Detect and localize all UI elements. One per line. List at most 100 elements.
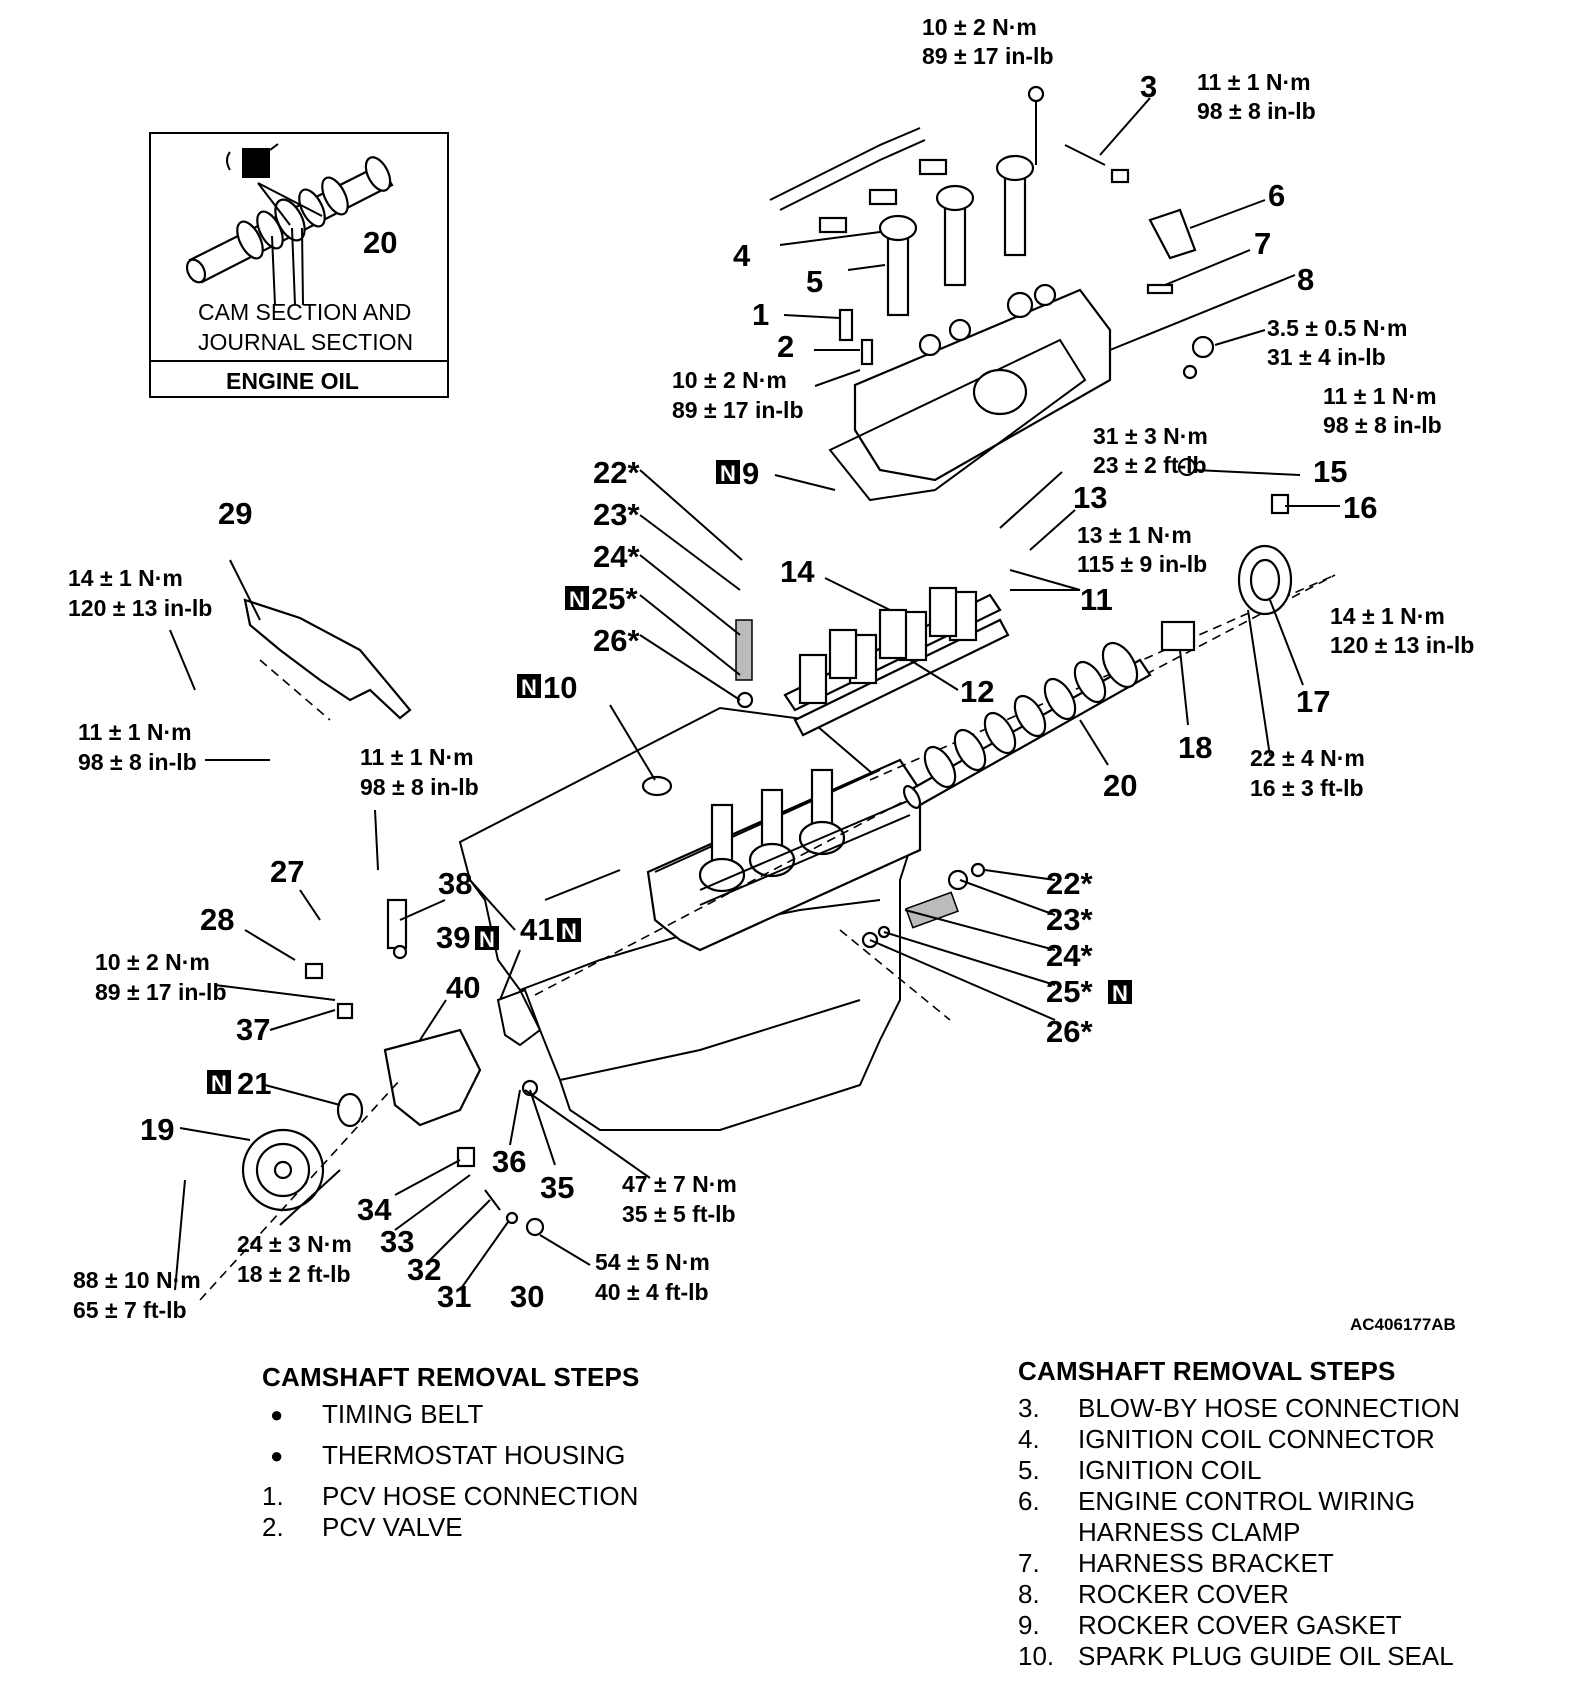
part-39 [392,944,408,960]
torque-13b-inlb: 115 ± 9 in-lb [1077,551,1207,577]
gasket-41 [496,988,542,1047]
valve-spring-right [905,891,959,929]
torque-13a-ftlb: 23 ± 2 ft-lb [1093,452,1207,478]
step-number: 9. [1018,1610,1040,1640]
svg-text:N: N [720,461,736,486]
list-item: 6. ENGINE CONTROL WIRING [1018,1486,1578,1517]
engine-oil-label: ENGINE OIL [226,368,359,394]
rocker-cover [828,283,1112,502]
bullet-mark: ● [270,1443,284,1468]
callout-22-right: 22* [1046,866,1093,901]
torque-8-nm: 3.5 ± 0.5 N·m [1267,315,1407,341]
step-number: 3. [1018,1393,1040,1423]
inset-camshaft [185,156,394,284]
torque-35-ftlb: 35 ± 5 ft-lb [622,1201,736,1227]
list-item: 3. BLOW-BY HOSE CONNECTION [1018,1393,1578,1424]
pcv-hose-1 [838,308,854,342]
ignition-coils [878,154,1035,317]
callout-2: 2 [777,329,794,364]
clamp-3 [1110,168,1130,184]
step-number: 8. [1018,1579,1040,1609]
torque-24-nm: 24 ± 3 N·m [237,1231,352,1257]
oil-seal-10 [641,775,673,797]
step-number [1018,1517,1078,1548]
part-26-top [736,691,754,709]
callout-8: 8 [1297,262,1314,297]
new-part-badge-25-top: N [565,586,589,612]
callout-41: 41 [520,912,554,947]
callout-6: 6 [1268,178,1285,213]
torque-specs: 10 ± 2 N·m 89 ± 17 in-lb 11 ± 1 N·m 98 ±… [68,14,1474,1323]
step-text: SPARK PLUG GUIDE OIL SEAL [1078,1641,1454,1671]
valve-spring-top [735,619,753,681]
callout-35: 35 [540,1170,574,1205]
new-part-badge-25-right: N [1108,980,1132,1006]
list-item: HARNESS CLAMP [1018,1517,1578,1548]
callout-18: 18 [1178,730,1212,765]
list-item: 4. IGNITION COIL CONNECTOR [1018,1424,1578,1455]
torque-3-nm: 11 ± 1 N·m [1197,69,1311,95]
step-text: HARNESS BRACKET [1078,1548,1334,1578]
callout-7: 7 [1254,226,1271,261]
torque-3-inlb: 98 ± 8 in-lb [1197,98,1316,124]
torque-top-inlb: 89 ± 17 in-lb [922,43,1054,69]
callout-25-top: 25* [591,581,638,616]
torque-37-nm: 10 ± 2 N·m [95,949,210,975]
svg-text:N: N [521,675,537,700]
thrust-case [1237,544,1293,616]
torque-8-inlb: 31 ± 4 in-lb [1267,344,1386,370]
step-number: 2. [262,1512,284,1542]
callout-23-top: 23* [593,497,640,532]
leader-lines [169,97,1340,1291]
torque-38-inlb: 98 ± 8 in-lb [360,774,479,800]
sensor-15 [1177,457,1197,477]
torque-30-ftlb: 40 ± 4 ft-lb [595,1279,709,1305]
torque-2-inlb: 89 ± 17 in-lb [672,397,804,423]
callout-12: 12 [960,674,994,709]
torque-15-inlb: 98 ± 8 in-lb [1323,412,1442,438]
torque-13a-nm: 31 ± 3 N·m [1093,423,1208,449]
part-18 [1160,620,1196,652]
callout-33: 33 [380,1224,414,1259]
torque-17-inlb: 120 ± 13 in-lb [1330,632,1474,658]
callout-17: 17 [1296,684,1330,719]
harness-bracket-7 [1146,283,1174,295]
torque-29a-nm: 14 ± 1 N·m [68,565,183,591]
callout-26-right: 26* [1046,1014,1093,1049]
wiring-harness [769,127,948,234]
callout-26-top: 26* [593,623,640,658]
washer-8 [1182,364,1198,380]
callout-24-top: 24* [593,539,640,574]
step-number: 6. [1018,1486,1040,1516]
callout-34: 34 [357,1192,392,1227]
callout-20: 20 [1103,768,1137,803]
steps-left-title: CAMSHAFT REMOVAL STEPS [262,1362,640,1392]
torque-18-ftlb: 16 ± 3 ft-lb [1250,775,1364,801]
inset-caption-line1: CAM SECTION AND [198,299,411,325]
torque-29b-nm: 11 ± 1 N·m [78,719,192,745]
step-text: BLOW-BY HOSE CONNECTION [1078,1393,1460,1423]
callout-4: 4 [733,238,751,273]
list-item: 9. ROCKER COVER GASKET [1018,1610,1578,1641]
torque-30-nm: 54 ± 5 N·m [595,1249,710,1275]
callout-27: 27 [270,854,304,889]
step-text: HARNESS CLAMP [1078,1517,1301,1547]
list-item: ● THERMOSTAT HOUSING [262,1440,762,1471]
blow-by-hose [1064,144,1106,166]
svg-text:N: N [561,919,577,944]
torque-37-inlb: 89 ± 17 in-lb [95,979,227,1005]
torque-38-nm: 11 ± 1 N·m [360,744,474,770]
step-text: PCV HOSE CONNECTION [322,1481,639,1511]
new-part-badge-39: N [475,926,499,952]
washer-31 [505,1211,519,1225]
torque-2-nm: 10 ± 2 N·m [672,367,787,393]
bolt-8 [1191,335,1215,359]
callout-39: 39 [436,920,470,955]
callout-13: 13 [1073,480,1107,515]
callout-1: 1 [752,297,769,332]
new-part-badge-10: N [517,674,541,700]
oil-seal-21 [336,1092,364,1128]
engine-oil-inset: 20 CAM SECTION AND JOURNAL SECTION ENGIN… [149,132,449,398]
callout-3: 3 [1140,69,1157,104]
callout-9: 9 [742,456,759,491]
